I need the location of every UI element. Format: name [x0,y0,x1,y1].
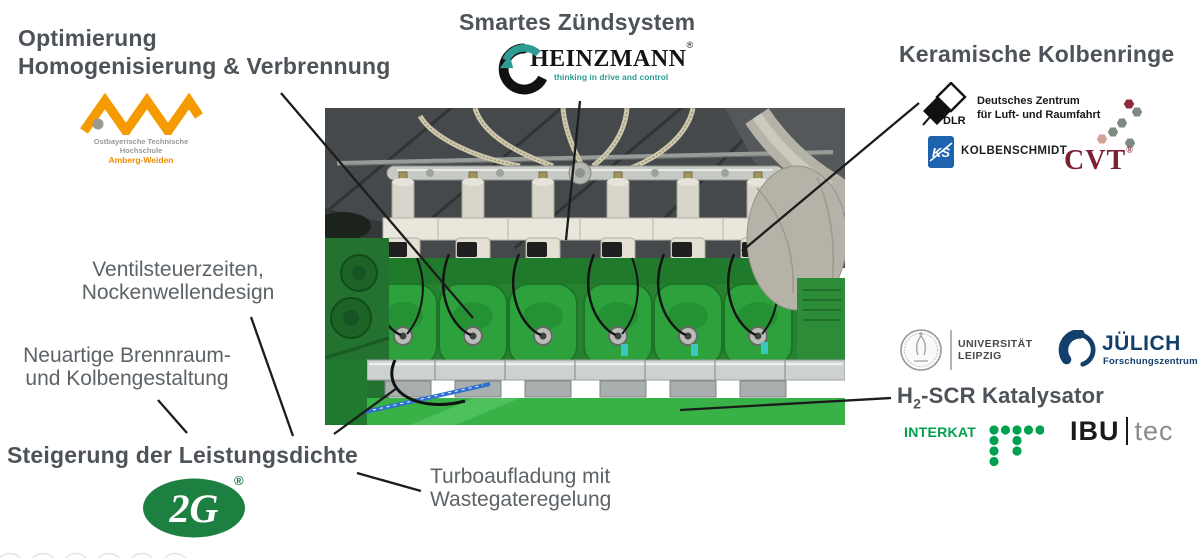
juelich-wordmark: JÜLICH [1102,332,1181,355]
engine-photo-illustration [325,108,845,425]
two-g-text: 2G [169,486,219,531]
label-brennraum-line1: Neuartige Brennraum- [23,344,231,367]
page-action-button-6[interactable] [162,552,189,558]
label-steigerung-leistungsdichte: Steigerung der Leistungsdichte [7,442,359,468]
label-brennraum: Neuartige Brennraum- und Kolbengestaltun… [0,344,254,390]
label-brennraum-line2: und Kolbengestaltung [25,366,229,390]
h2scr-rest: -SCR Katalysator [921,383,1105,408]
juelich-subtitle: Forschungszentrum [1103,356,1198,367]
kolbenschmidt-ks-icon: KS [928,136,954,168]
label-turboaufladung: Turboaufladung mit Wastegateregelung [430,465,612,511]
page-action-button-3[interactable] [63,552,90,558]
cvt-text: CVT [1064,145,1127,176]
page-action-button-2[interactable] [30,552,57,558]
interkat-logo: INTERKAT [904,424,977,440]
heinzmann-registered-mark: ® [686,40,694,50]
kolbenschmidt-wordmark: KOLBENSCHMIDT [961,145,1068,157]
label-ventil-line2: Nockenwellendesign [81,280,275,304]
heinzmann-tagline: thinking in drive and control [554,72,669,82]
oth-logo-text-line2: Amberg-Weiden [108,155,174,165]
oth-amberg-weiden-logo: Ostbayerische Technische Hochschule Ambe… [76,93,206,165]
connector-brennraum [157,399,188,434]
leipzig-seal-icon [900,329,942,371]
juelich-swoosh-icon [1058,330,1096,367]
two-g-oval-icon: 2G [143,478,245,538]
green-dots-icon [989,425,1044,467]
page-action-button-4[interactable] [96,552,123,558]
leipzig-divider [950,330,952,370]
label-keramische-kolbenringe: Keramische Kolbenringe [899,41,1175,67]
cvt-registered-mark: ® [1126,145,1133,155]
oth-zigzag-icon [80,93,203,135]
ibutec-bold-text: IBU [1070,416,1120,446]
cvt-hexagons-icon [1096,99,1143,148]
dlr-text-line1: Deutsches Zentrum [977,95,1080,107]
engine-photo [325,108,845,425]
dlr-text: Deutsches Zentrum für Luft- und Raumfahr… [977,95,1100,122]
label-ventilsteuerzeiten: Ventilsteuerzeiten, Nockenwellendesign [62,258,294,304]
two-g-registered-mark: ® [234,473,244,488]
page-action-button-5[interactable] [129,552,156,558]
page-action-button-1[interactable] [0,552,24,558]
dlr-abbr: DLR [943,115,966,126]
leipzig-text: UNIVERSITÄT LEIPZIG [958,338,1032,362]
dlr-text-line2: für Luft- und Raumfahrt [977,108,1101,121]
label-turbo-line2: Wastegateregelung [430,487,612,511]
leipzig-text-line2: LEIPZIG [958,350,1002,362]
leipzig-text-line1: UNIVERSITÄT [958,338,1033,350]
connector-ventil [249,316,295,437]
label-optimierung: Optimierung Homogenisierung & Verbrennun… [18,24,391,80]
dlr-star-icon: DLR [922,82,967,126]
label-h2-scr-katalysator: H2-SCR Katalysator [897,383,1104,416]
h2scr-sub: 2 [913,395,922,412]
label-optimierung-line2: Homogenisierung & Verbrennung [18,53,391,79]
label-smartes-zuendsystem: Smartes Zündsystem [459,9,696,35]
connector-turbo [356,471,422,493]
ibutec-light-text: tec [1134,416,1174,446]
cvt-wordmark: CVT® [1064,145,1133,177]
heinzmann-wordmark: HEINZMANN [530,46,687,72]
label-turbo-line1: Turboaufladung mit [430,465,611,488]
two-g-logo: 2G ® [142,473,258,539]
h2scr-h: H [897,383,914,408]
label-optimierung-line1: Optimierung [18,25,157,51]
ibutec-divider [1125,417,1128,445]
label-ventil-line1: Ventilsteuerzeiten, [92,258,264,281]
ibutec-logo: IBU tec [1070,416,1174,447]
heinzmann-logo: HEINZMANN® thinking in drive and control [498,40,698,95]
oth-logo-text-line1: Ostbayerische Technische Hochschule [93,137,189,155]
heinzmann-mark-icon [498,43,548,95]
